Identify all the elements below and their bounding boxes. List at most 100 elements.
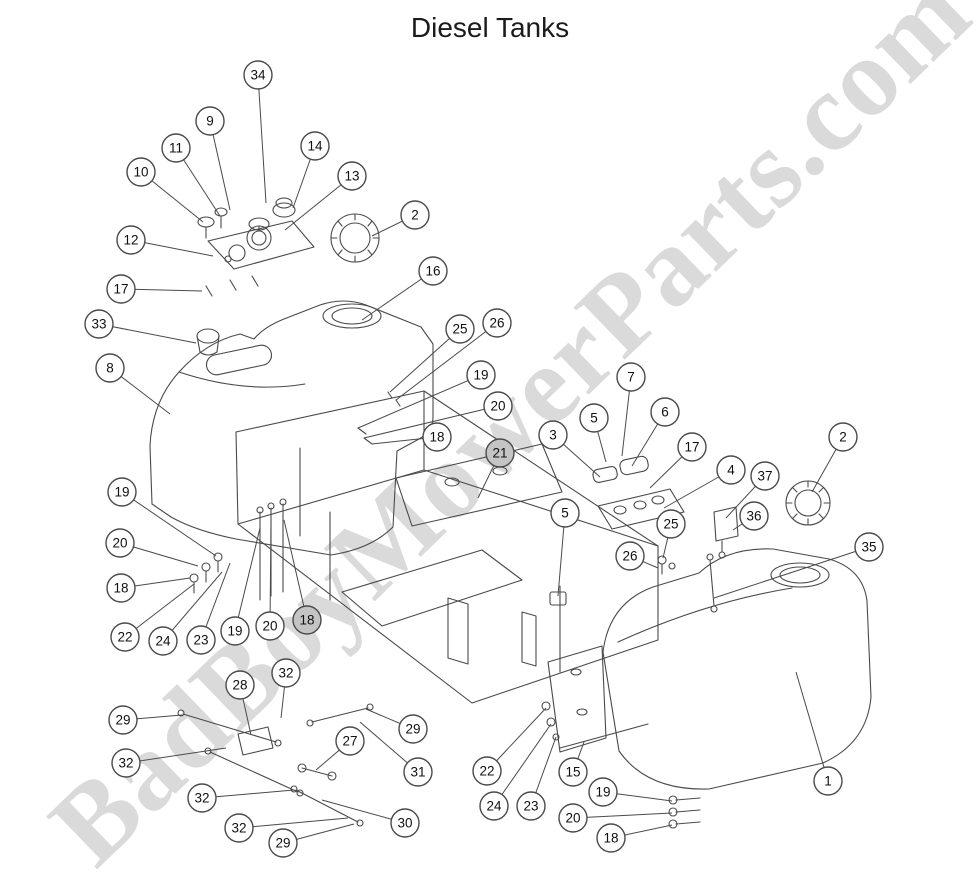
left-tank bbox=[149, 300, 434, 556]
callout-number: 2 bbox=[411, 208, 419, 223]
callout-2: 2 bbox=[828, 422, 858, 452]
leader-line-1 bbox=[795, 671, 829, 782]
callout-31: 31 bbox=[403, 757, 433, 787]
callout-5: 5 bbox=[550, 498, 580, 528]
callout-balloon bbox=[656, 509, 686, 539]
leader-line-32 bbox=[125, 747, 227, 764]
callout-balloon bbox=[106, 573, 136, 603]
callout-24: 24 bbox=[148, 626, 178, 656]
callout-balloon bbox=[107, 477, 137, 507]
callout-24: 24 bbox=[479, 791, 509, 821]
callout-number: 29 bbox=[405, 722, 420, 737]
callout-balloon bbox=[161, 133, 191, 163]
callout-balloon bbox=[516, 791, 546, 821]
callout-number: 20 bbox=[490, 399, 505, 414]
callout-balloon bbox=[445, 314, 475, 344]
callout-23: 23 bbox=[186, 625, 216, 655]
callout-number: 19 bbox=[114, 485, 129, 500]
callout-number: 27 bbox=[342, 734, 357, 749]
callout-balloon bbox=[271, 658, 301, 688]
callout-number: 6 bbox=[661, 405, 669, 420]
callout-balloon bbox=[739, 501, 769, 531]
callout-balloon bbox=[813, 766, 843, 796]
callout-29: 29 bbox=[268, 828, 298, 858]
callout-balloon bbox=[116, 225, 146, 255]
callout-balloon bbox=[550, 498, 580, 528]
callout-number: 18 bbox=[429, 430, 444, 445]
callout-16: 16 bbox=[418, 256, 448, 286]
callout-balloon bbox=[110, 622, 140, 652]
leader-line-32 bbox=[238, 817, 349, 829]
callout-32: 32 bbox=[187, 783, 217, 813]
callout-19: 19 bbox=[588, 777, 618, 807]
callout-number: 17 bbox=[684, 440, 699, 455]
callout-number: 23 bbox=[523, 799, 538, 814]
callout-number: 17 bbox=[113, 282, 128, 297]
callout-number: 8 bbox=[106, 361, 114, 376]
callout-number: 25 bbox=[452, 322, 467, 337]
leader-line-18 bbox=[283, 519, 308, 621]
line-art bbox=[149, 197, 872, 829]
callout-balloon bbox=[148, 626, 178, 656]
callout-number: 28 bbox=[232, 678, 247, 693]
callout-12: 12 bbox=[116, 225, 146, 255]
callout-balloon bbox=[105, 528, 135, 558]
callout-20: 20 bbox=[483, 391, 513, 421]
callout-balloon bbox=[335, 726, 365, 756]
callout-25: 25 bbox=[445, 314, 475, 344]
callout-balloon bbox=[111, 748, 141, 778]
callout-number: 31 bbox=[410, 765, 425, 780]
callout-number: 20 bbox=[262, 619, 277, 634]
callout-balloon bbox=[224, 813, 254, 843]
callout-22: 22 bbox=[472, 756, 502, 786]
gauge-panel bbox=[196, 197, 315, 356]
callout-number: 24 bbox=[155, 634, 171, 649]
callout-number: 10 bbox=[133, 165, 148, 180]
callout-balloon bbox=[422, 422, 452, 452]
leader-line-24 bbox=[162, 571, 223, 642]
callout-14: 14 bbox=[300, 131, 330, 161]
callout-number: 24 bbox=[486, 799, 502, 814]
callout-balloon bbox=[588, 777, 618, 807]
callout-balloon bbox=[615, 541, 645, 571]
callout-number: 22 bbox=[117, 630, 132, 645]
callout-number: 1 bbox=[824, 774, 832, 789]
callout-balloon bbox=[400, 200, 430, 230]
callout-balloon bbox=[538, 420, 568, 450]
callout-balloon bbox=[300, 131, 330, 161]
callout-balloon bbox=[466, 360, 496, 390]
callout-number: 3 bbox=[549, 428, 557, 443]
callout-number: 19 bbox=[473, 368, 488, 383]
callout-2: 2 bbox=[400, 200, 430, 230]
callout-balloon bbox=[186, 625, 216, 655]
callout-number: 32 bbox=[118, 756, 133, 771]
leader-line-19 bbox=[357, 374, 482, 429]
leader-line-20 bbox=[572, 812, 673, 819]
callout-18: 18 bbox=[596, 823, 626, 853]
callout-balloon bbox=[390, 808, 420, 838]
callout-balloon bbox=[225, 670, 255, 700]
callout-number: 33 bbox=[91, 317, 106, 332]
sender-parts bbox=[549, 455, 739, 613]
callout-balloon bbox=[483, 391, 513, 421]
leader-line-26 bbox=[395, 322, 498, 401]
callout-28: 28 bbox=[225, 670, 255, 700]
callout-balloon bbox=[828, 422, 858, 452]
callout-number: 22 bbox=[479, 764, 494, 779]
callout-6: 6 bbox=[650, 397, 680, 427]
callout-balloon bbox=[677, 432, 707, 462]
callout-balloon bbox=[716, 455, 746, 485]
callout-18: 18 bbox=[292, 605, 322, 635]
callout-number: 19 bbox=[227, 624, 242, 639]
callout-balloon bbox=[106, 274, 136, 304]
callout-number: 15 bbox=[565, 765, 580, 780]
callout-29: 29 bbox=[398, 714, 428, 744]
callout-19: 19 bbox=[466, 360, 496, 390]
callout-32: 32 bbox=[271, 658, 301, 688]
callout-20: 20 bbox=[558, 803, 588, 833]
callout-13: 13 bbox=[337, 161, 367, 191]
mounting-frame bbox=[189, 390, 659, 704]
callout-26: 26 bbox=[482, 308, 512, 338]
